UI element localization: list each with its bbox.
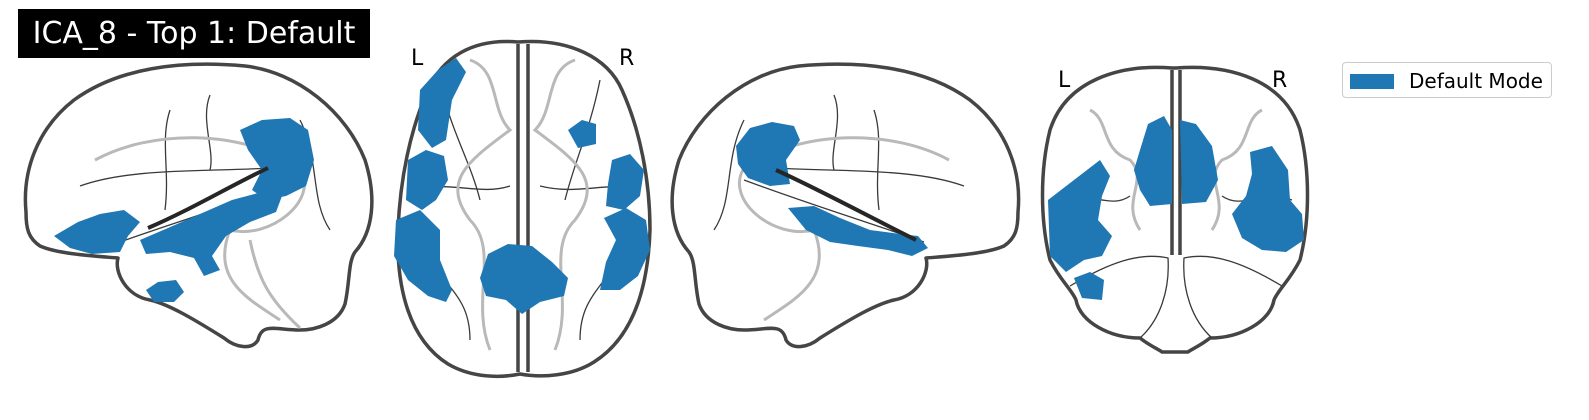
legend-label: Default Mode [1409,69,1543,93]
coronal-brain-outline [1040,65,1310,354]
right-sagittal-activation [736,122,928,256]
coronal-activation [1048,116,1304,300]
left-sagittal-blob-angular [240,118,314,200]
right-sagittal-brain-outline [670,62,1021,349]
axial-deep-left [456,58,513,351]
axial-blob-right-parietal [600,208,650,290]
left-sagittal-blob-inferior [146,280,184,302]
right-sagittal-blob-angular [736,122,800,186]
axial-midline [516,44,530,372]
axial-blob-left-frontal [418,58,466,148]
right-sagittal-sulcus-1 [773,167,965,187]
left-sagittal-blob-temporal [140,192,282,276]
left-sagittal-blob-frontal [54,210,140,254]
axial-right-label: R [619,46,634,71]
legend: Default Mode [1342,62,1552,98]
legend-swatch [1350,74,1394,89]
right-sagittal-view [670,62,1021,349]
axial-brain-outline [396,39,652,379]
coronal-deep-left [1089,108,1142,231]
axial-view: L R [394,39,652,379]
left-sagittal-activation [54,118,314,302]
coronal-blob-right-lateral [1232,146,1304,252]
coronal-blob-left-inferior [1074,272,1104,300]
left-sagittal-sulcus-1 [79,167,271,187]
right-sagittal-sylvian [775,168,917,242]
left-sagittal-view [23,62,374,349]
axial-left-label: L [411,46,424,71]
axial-blob-left-parietal [394,210,452,302]
figure-title: ICA_8 - Top 1: Default [18,9,370,58]
left-sagittal-ventricle [94,136,307,322]
coronal-blob-right-medial [1180,120,1218,204]
right-sagittal-sulcus-5 [713,119,745,231]
axial-deep-right [532,58,589,351]
coronal-view: L R [1040,65,1310,354]
coronal-right-label: R [1272,68,1287,93]
left-sagittal-sulcus-4 [164,109,171,211]
left-sagittal-sylvian [147,166,269,230]
coronal-blob-left-lateral [1048,160,1112,272]
axial-blob-precuneus [480,244,568,314]
coronal-deep-right [1210,108,1263,231]
right-sagittal-sulcus-4 [873,109,880,211]
coronal-left-label: L [1058,68,1071,93]
axial-blob-right-lateral [606,154,644,210]
right-sagittal-ventricle [737,136,950,322]
coronal-cerebellum-right [1183,255,1283,339]
left-sagittal-brainstem [248,239,302,330]
coronal-blob-left-medial [1134,116,1172,206]
left-sagittal-brain-outline [23,62,374,349]
axial-activation [394,58,650,314]
left-sagittal-sulcus-3 [205,94,212,171]
coronal-midline [1170,70,1182,255]
axial-blob-right-frontal [568,120,596,148]
axial-blob-left-lateral [406,150,448,210]
right-sagittal-blob-temporal [788,206,928,256]
coronal-cerebellum-left [1069,255,1169,339]
right-sagittal-sulcus-3 [832,94,839,171]
